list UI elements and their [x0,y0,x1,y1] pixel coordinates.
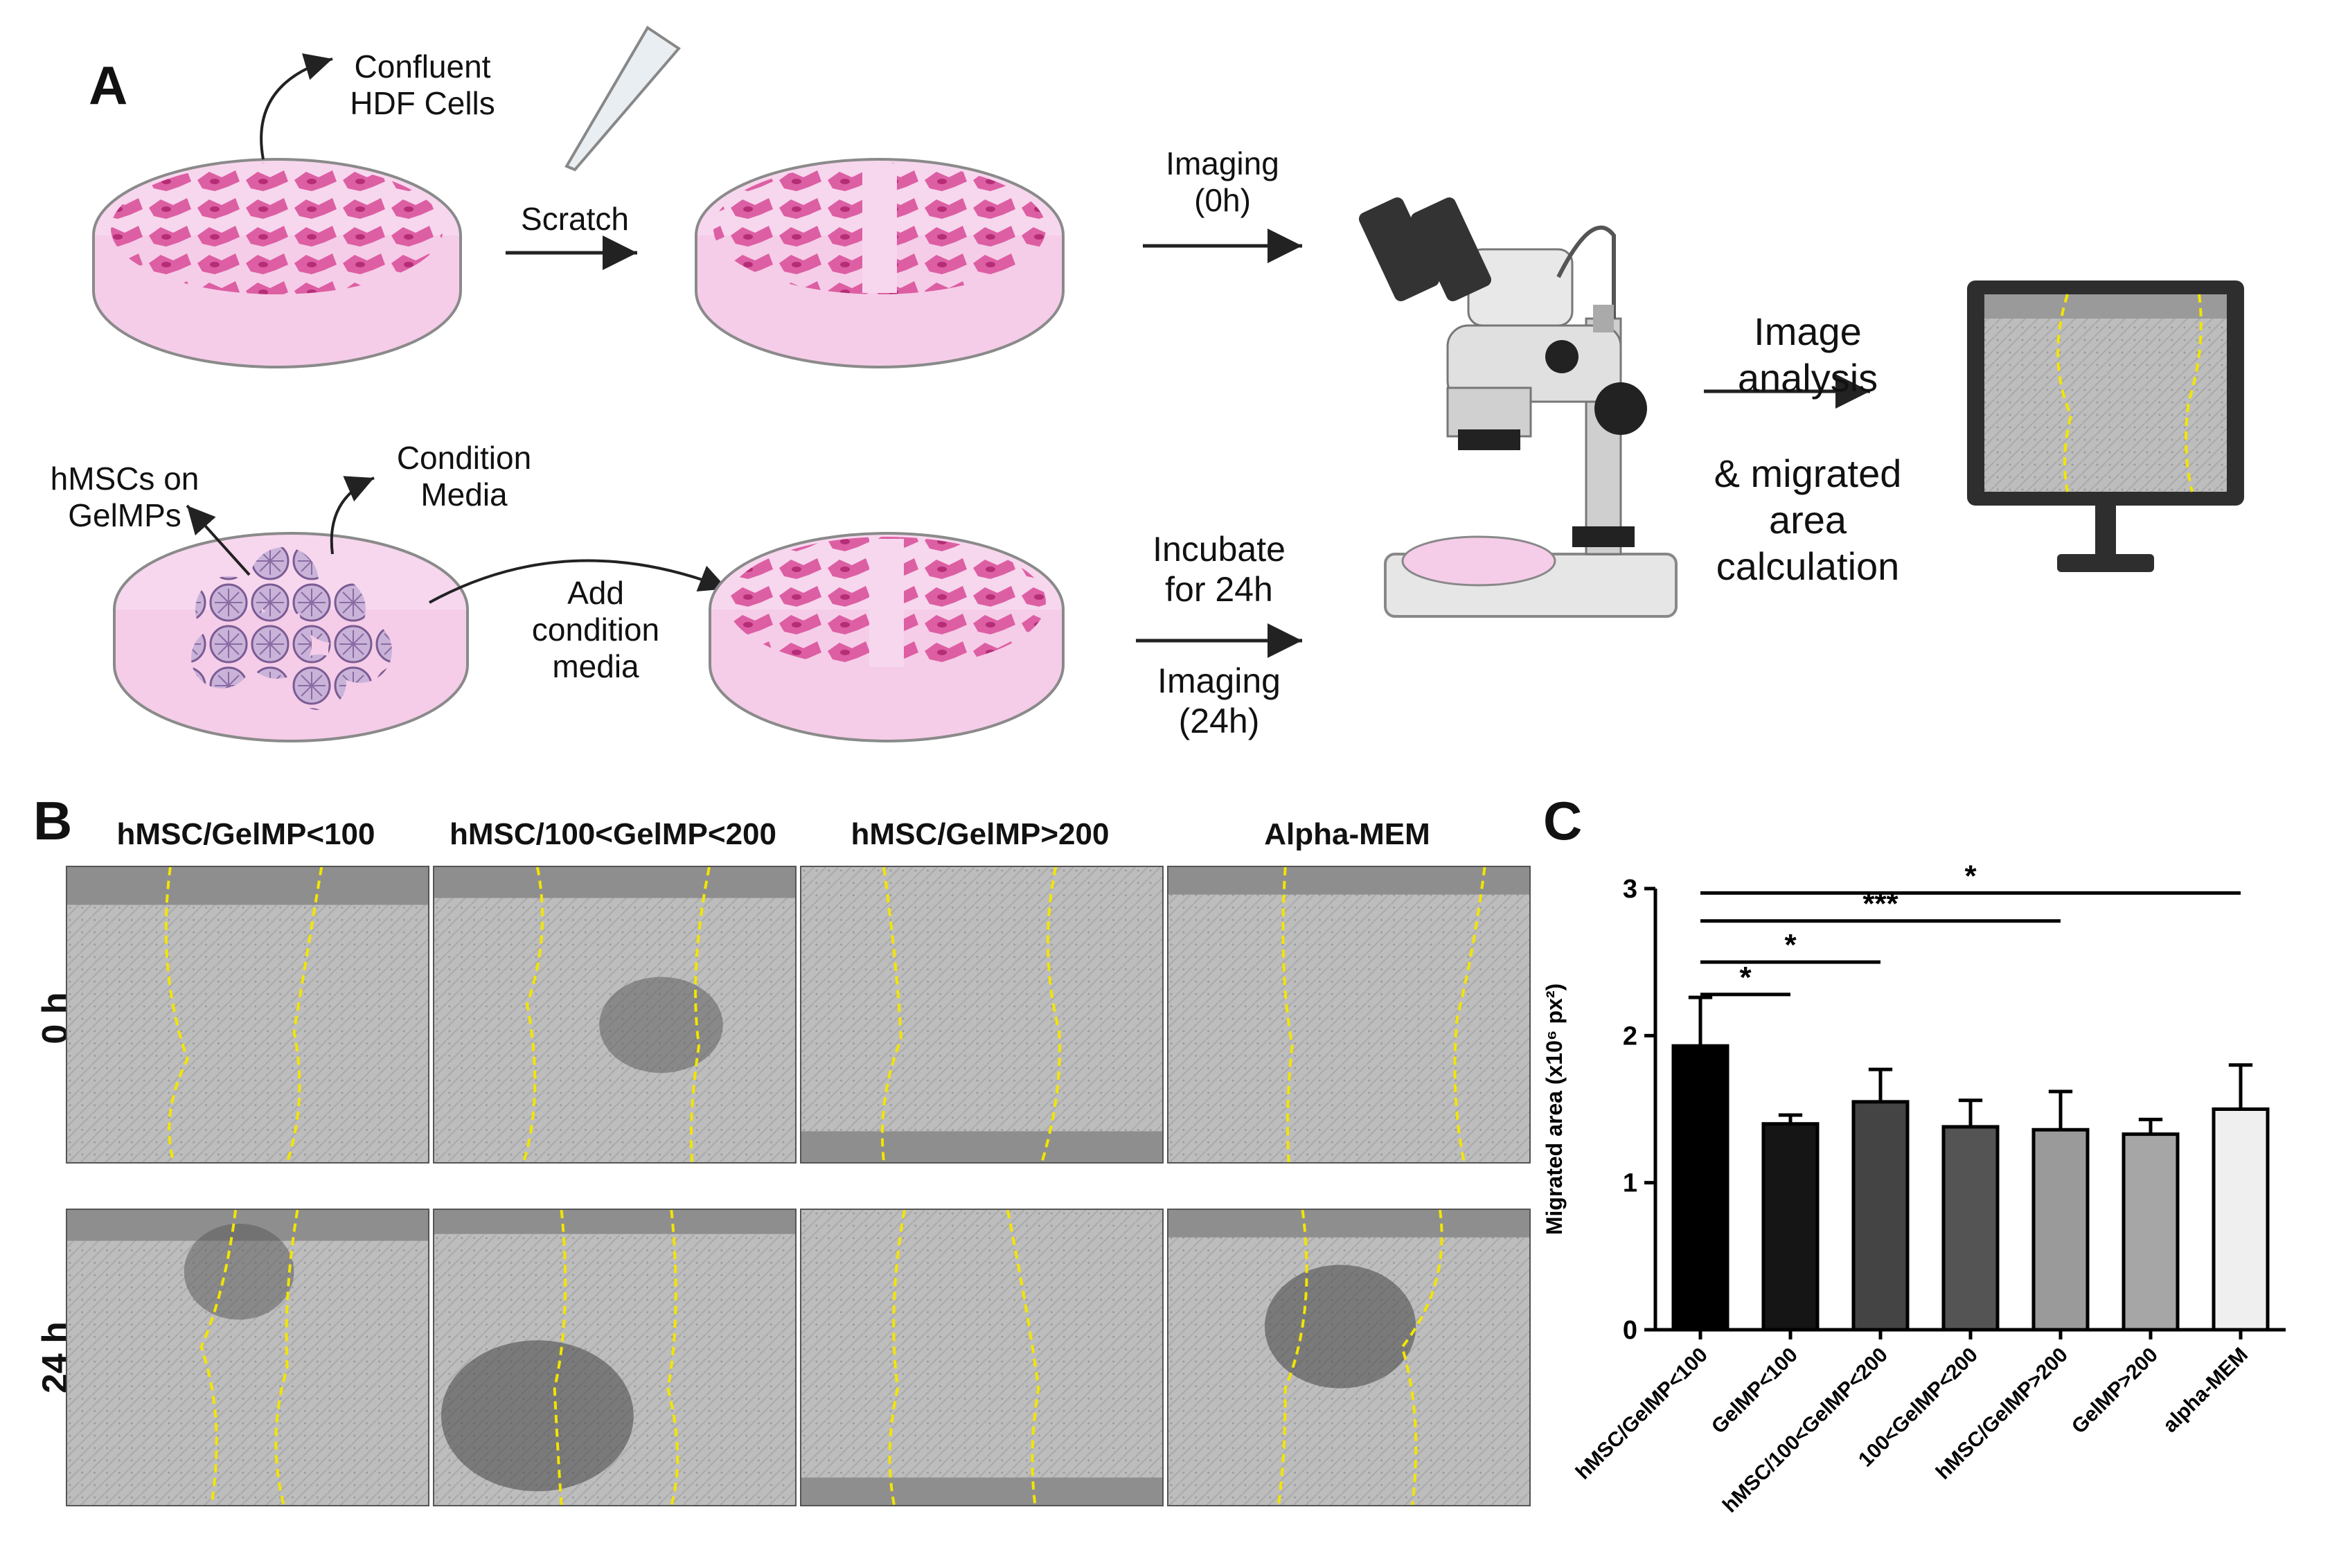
label-incubate-24h: Incubate for 24h [1153,530,1286,609]
bar [1851,1100,1910,1332]
bar [1761,1122,1820,1332]
label-imaging-24h: Imaging (24h) [1157,661,1281,740]
label-image-analysis: Image analysis [1737,310,1878,400]
significance-label: * [1964,859,1977,893]
micrograph-24h-gelmp-gt200 [800,1209,1164,1506]
label-scratch: Scratch [521,201,629,237]
x-tick-label: alpha-MEM [2159,1344,2252,1437]
label-imaging-0h: Imaging (0h) [1166,145,1279,218]
micrograph-0h-gelmp-100-200 [433,866,797,1164]
panel-c-letter: C [1543,790,1583,851]
petri-dish-icon [695,158,1065,368]
column-header-4: Alpha-MEM [1264,817,1430,851]
label-migrated-area-calculation: & migrated area calculation [1714,452,1902,589]
monitor-icon [1967,280,2244,572]
panel-a-letter: A [89,55,128,116]
x-tick-label: GelMP<100 [1707,1344,1802,1438]
y-tick-label: 1 [1623,1169,1637,1198]
y-tick-label: 3 [1623,875,1637,904]
arrow-hmsc [186,504,251,576]
microscope-icon [1358,197,1678,618]
micrograph-24h-alpha-mem [1167,1209,1531,1506]
micrograph-24h-gelmp-lt100 [66,1209,429,1506]
column-header-3: hMSC/GelMP>200 [851,817,1110,851]
micrograph-0h-gelmp-gt200 [800,866,1164,1164]
significance-label: * [1784,928,1797,962]
pipette-tip-icon [564,26,681,172]
arrow-add-media [429,559,728,604]
column-header-1: hMSC/GelMP<100 [116,817,375,851]
y-axis-label: Migrated area (x10⁶ px²) [1542,983,1567,1235]
label-add-condition-media: Add condition media [531,575,660,684]
label-condition-media: Condition Media [396,440,532,513]
bar [2212,1107,2270,1332]
arrow-condition-media [330,476,375,555]
y-tick-label: 0 [1623,1316,1637,1345]
bar [1671,1044,1729,1332]
x-tick-label: hMSC/100<GelMP<200 [1718,1344,1892,1517]
x-tick-label: GelMP>200 [2067,1344,2162,1438]
petri-dish-icon [709,532,1065,742]
y-tick-label: 2 [1623,1022,1637,1051]
column-header-2: hMSC/100<GelMP<200 [449,817,776,851]
label-hmscs-on-gelmps: hMSCs on GelMPs [50,461,199,533]
bar [1941,1125,2000,1332]
significance-label: * [1739,961,1752,995]
bar [2122,1132,2180,1332]
petri-dish-icon [92,158,462,368]
panel-b-letter: B [33,790,73,851]
micrograph-0h-alpha-mem [1167,866,1531,1164]
micrograph-0h-gelmp-lt100 [66,866,429,1164]
microparticle-cluster-icon [191,547,392,710]
arrow-confluent [260,53,333,160]
x-tick-label: hMSC/GelMP<100 [1572,1344,1712,1484]
micrograph-24h-gelmp-100-200 [433,1209,797,1506]
label-confluent-hdf: Confluent HDF Cells [350,48,495,121]
bar [2031,1128,2090,1332]
